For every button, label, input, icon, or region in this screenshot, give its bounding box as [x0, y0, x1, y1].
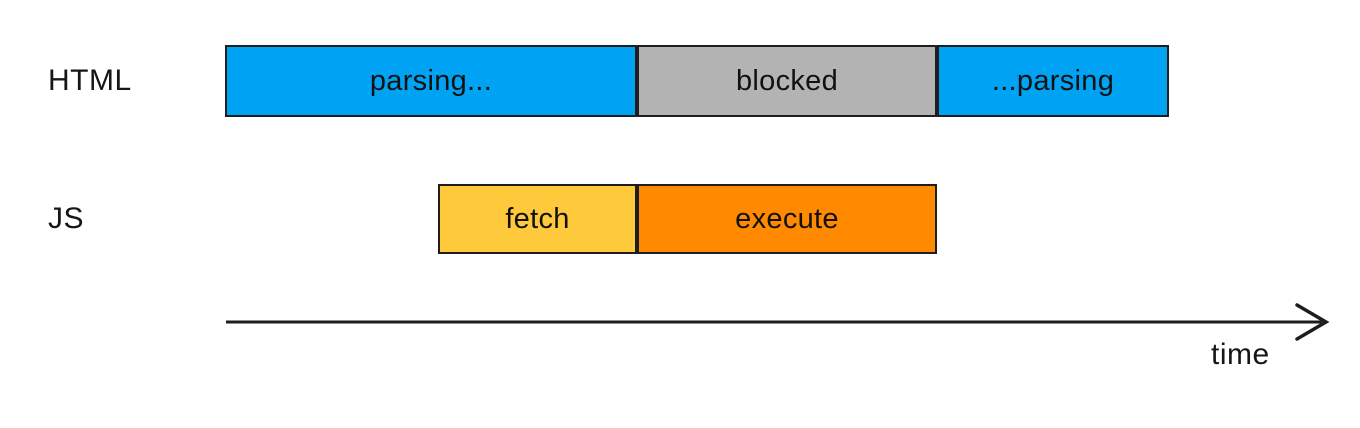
row-label-html: HTML: [48, 64, 132, 97]
row-label-js: JS: [48, 202, 85, 235]
time-axis-label: time: [1211, 338, 1270, 371]
bar-segment-fetch: fetch: [438, 184, 637, 254]
bar-segment-label: blocked: [735, 64, 839, 97]
bar-segment-execute: execute: [637, 184, 937, 254]
bar-segment-label: execute: [735, 202, 839, 235]
bar-segment-label: parsing...: [369, 64, 493, 97]
bar-segment-parsing-resume: ...parsing: [937, 45, 1169, 117]
bar-segment-parsing-start: parsing...: [225, 45, 637, 117]
bar-segment-label: fetch: [505, 202, 570, 235]
arrowhead-icon: [1295, 303, 1330, 341]
bar-segment-blocked: blocked: [637, 45, 937, 117]
bar-segment-label: ...parsing: [991, 64, 1115, 97]
